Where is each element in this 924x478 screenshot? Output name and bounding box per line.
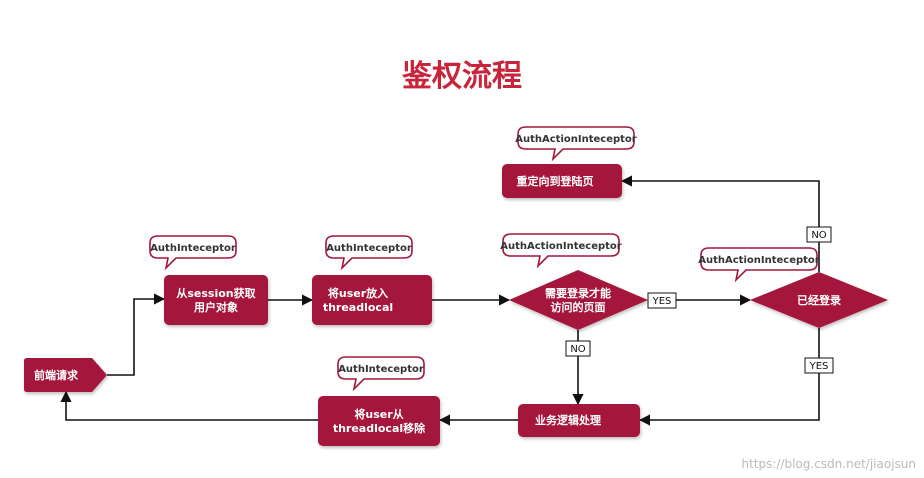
edge-label-logged-no: NO: [806, 226, 832, 243]
svg-text:用户对象: 用户对象: [194, 300, 238, 314]
node-business-logic: 业务逻辑处理: [518, 404, 640, 437]
bubble-put-user: AuthInteceptor: [325, 235, 413, 271]
edge-frontend-to-get-user: [107, 293, 166, 376]
svg-text:threadlocal移除: threadlocal移除: [333, 421, 426, 435]
svg-text:AuthActionInteceptor: AuthActionInteceptor: [698, 255, 820, 266]
svg-text:AuthActionInteceptor: AuthActionInteceptor: [515, 134, 637, 145]
svg-text:将user从: 将user从: [354, 407, 403, 421]
bubble-get-user: AuthInteceptor: [149, 235, 237, 271]
svg-text:NO: NO: [570, 344, 585, 355]
bubble-remove-user: AuthInteceptor: [337, 356, 425, 392]
svg-text:已经登录: 已经登录: [797, 293, 841, 307]
node-redirect-login: 重定向到登陆页: [502, 164, 622, 198]
node-get-user-from-session: 从session获取 用户对象: [164, 275, 268, 325]
svg-text:threadlocal: threadlocal: [323, 301, 393, 314]
watermark: https://blog.csdn.net/jiaojsun: [741, 457, 916, 471]
svg-text:访问的页面: 访问的页面: [551, 300, 606, 314]
edge-label-logged-yes: YES: [804, 357, 834, 374]
svg-text:YES: YES: [809, 361, 829, 372]
bubble-redirect: AuthActionInteceptor: [515, 126, 637, 162]
node-put-user-threadlocal: 将user放入 threadlocal: [312, 275, 432, 325]
svg-text:从session获取: 从session获取: [176, 286, 255, 300]
edge-label-requires-yes: YES: [647, 292, 677, 309]
svg-text:AuthInteceptor: AuthInteceptor: [150, 243, 236, 254]
bubble-already-logged: AuthActionInteceptor: [698, 247, 820, 283]
svg-text:AuthInteceptor: AuthInteceptor: [326, 243, 412, 254]
svg-text:NO: NO: [811, 230, 826, 241]
svg-text:重定向到登陆页: 重定向到登陆页: [517, 174, 594, 188]
edge-remove-user-to-frontend: [60, 390, 318, 421]
node-remove-user-threadlocal: 将user从 threadlocal移除: [318, 396, 440, 446]
svg-text:前端请求: 前端请求: [34, 368, 79, 382]
svg-text:需要登录才能: 需要登录才能: [545, 286, 611, 300]
svg-text:AuthInteceptor: AuthInteceptor: [338, 364, 424, 375]
svg-text:AuthActionInteceptor: AuthActionInteceptor: [500, 241, 622, 252]
svg-text:业务逻辑处理: 业务逻辑处理: [535, 413, 601, 427]
edge-label-requires-no: NO: [565, 340, 591, 357]
svg-text:YES: YES: [652, 296, 672, 307]
bubble-requires-login: AuthActionInteceptor: [500, 233, 622, 269]
node-frontend-request: 前端请求: [24, 358, 107, 392]
edge-already-logged-yes: [638, 328, 820, 426]
svg-text:将user放入: 将user放入: [328, 286, 388, 300]
node-requires-login-decision: 需要登录才能 访问的页面: [509, 270, 648, 330]
page-title: 鉴权流程: [401, 59, 522, 94]
node-already-logged-decision: 已经登录: [750, 272, 888, 328]
